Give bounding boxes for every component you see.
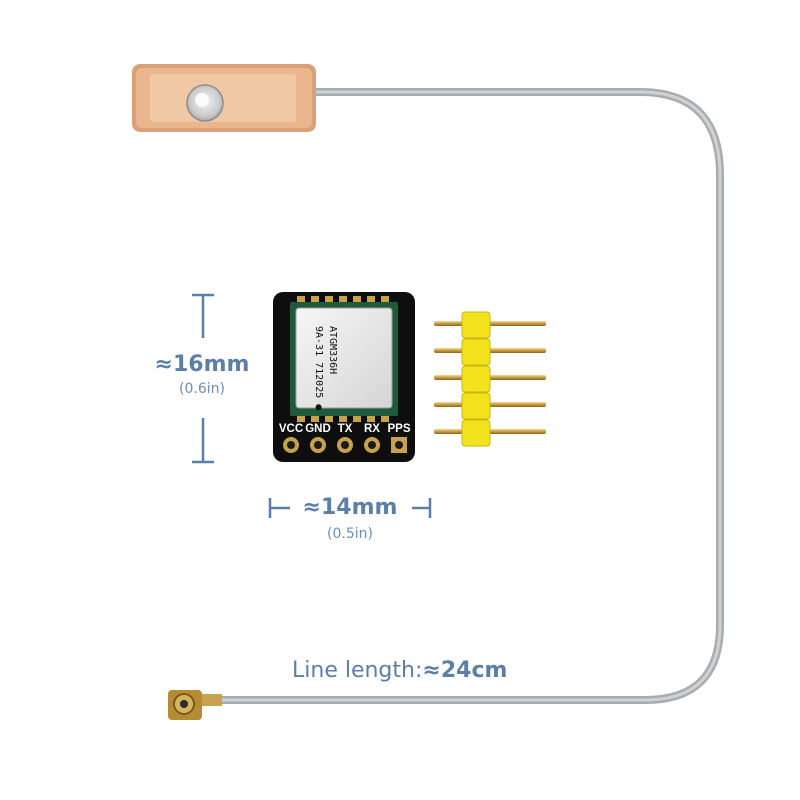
ipex-connector: [168, 690, 222, 720]
pin-label-tx: TX: [337, 423, 353, 435]
pin-label-vcc: VCC: [278, 423, 304, 435]
height-dimension-value: ≈16mm: [154, 352, 250, 377]
height-dimension-inches: (0.6in): [179, 381, 225, 397]
chip-model-text: ATGM336H: [327, 326, 338, 375]
gps-module-pcb: [273, 292, 415, 462]
pin-header: [434, 311, 546, 447]
ceramic-patch-antenna: [132, 64, 316, 132]
width-dimension-value: ≈14mm: [302, 495, 398, 520]
pin-label-gnd: GND: [305, 423, 331, 435]
pin-holes: [283, 437, 407, 453]
line-length-label: Line length:: [292, 658, 423, 683]
line-length-value: ≈24cm: [422, 658, 508, 683]
chip-lot-text: 9A-31 712025 ●: [313, 326, 324, 411]
pin-label-pps: PPS: [387, 423, 411, 435]
height-dimension-bracket: [192, 293, 214, 464]
width-dimension-bracket: [268, 498, 432, 518]
width-dimension-inches: (0.5in): [327, 526, 373, 542]
line-length-annotation: Line length:≈24cm: [292, 658, 507, 684]
pin-label-rx: RX: [364, 423, 380, 435]
